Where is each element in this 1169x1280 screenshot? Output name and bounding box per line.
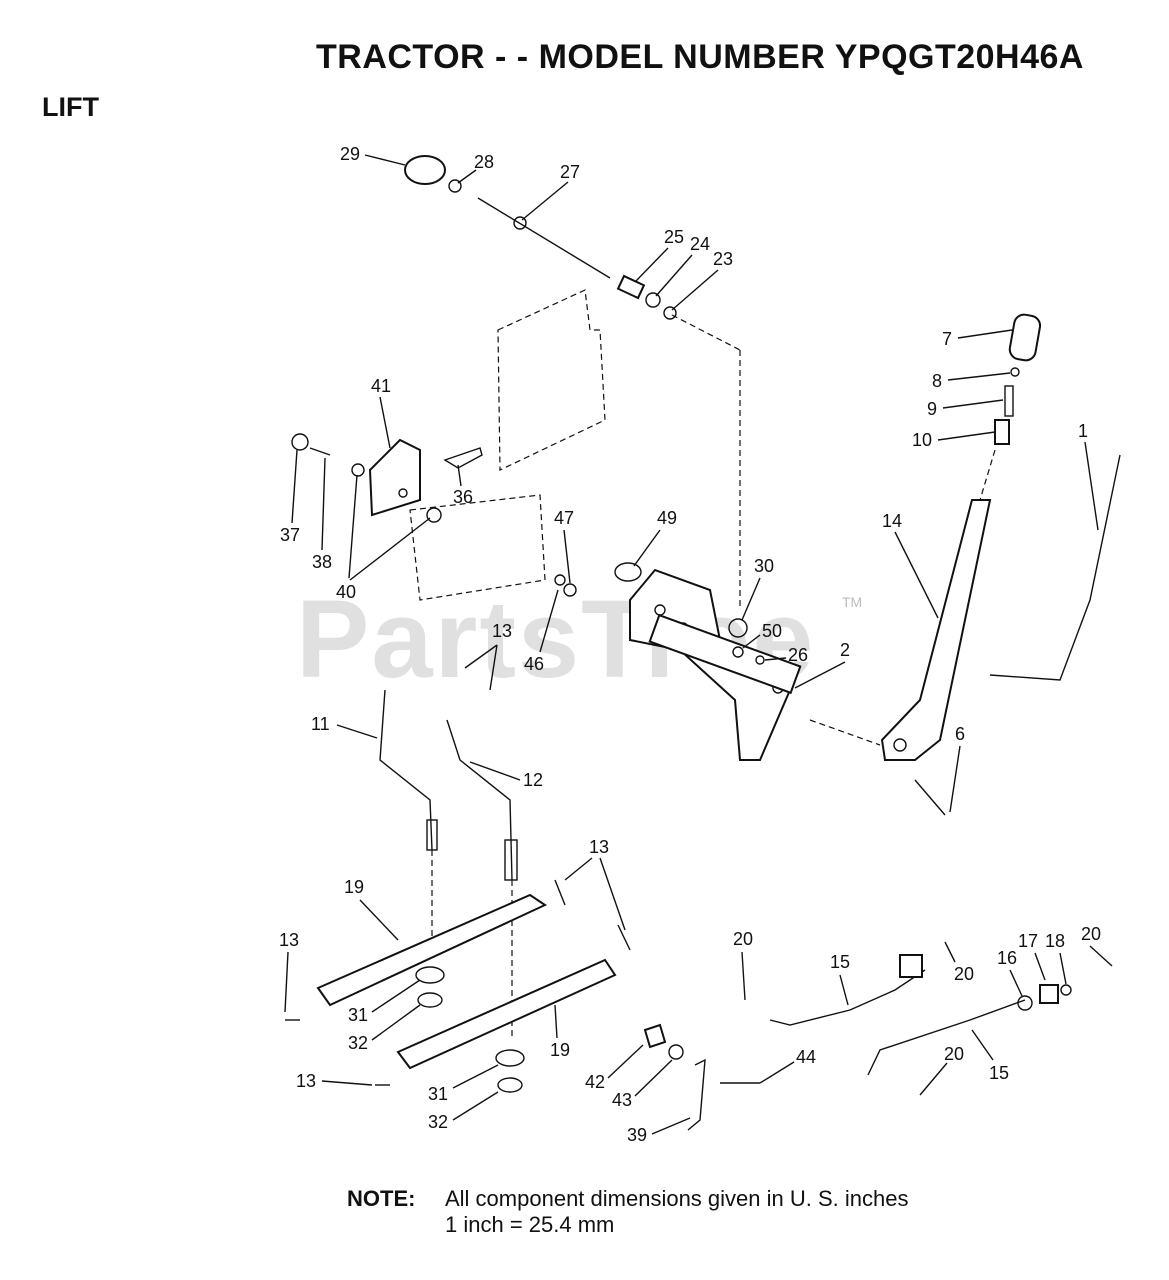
callout-37: 37 [280,525,300,545]
callout-19: 19 [344,877,364,897]
callout-36: 36 [453,487,473,507]
callout-39: 39 [627,1125,647,1145]
callout-7: 7 [942,329,952,349]
section-title: LIFT [42,92,99,122]
watermark-trademark: TM [842,594,863,610]
callout-50: 50 [762,621,782,641]
callout-2: 2 [840,640,850,660]
callout-13: 13 [492,621,512,641]
callout-42: 42 [585,1072,605,1092]
callout-12: 12 [523,770,543,790]
callout-31: 31 [428,1084,448,1104]
callout-11: 11 [311,714,330,734]
callout-29: 29 [340,144,360,164]
callout-17: 17 [1018,931,1038,951]
callout-labels: 29 28 27 25 24 23 7 8 9 10 1 41 37 38 40… [279,144,1113,1145]
callout-32: 32 [428,1112,448,1132]
callout-13: 13 [296,1071,316,1091]
callout-20: 20 [733,929,753,949]
callout-31: 31 [348,1005,368,1025]
callout-9: 9 [927,399,937,419]
callout-1: 1 [1078,421,1088,441]
callout-41: 41 [371,376,391,396]
callout-13: 13 [589,837,609,857]
callout-30: 30 [754,556,774,576]
callout-25: 25 [664,227,684,247]
callout-46: 46 [524,654,544,674]
callout-8: 8 [932,371,942,391]
callout-43: 43 [612,1090,632,1110]
callout-18: 18 [1045,931,1065,951]
note-line-2: 1 inch = 25.4 mm [445,1212,615,1237]
callout-47: 47 [554,508,574,528]
callout-10: 10 [912,430,932,450]
note-label: NOTE: [347,1186,416,1211]
callout-13: 13 [279,930,299,950]
callout-16: 16 [997,948,1017,968]
callout-40: 40 [336,582,356,602]
callout-44: 44 [796,1047,816,1067]
callout-19: 19 [550,1040,570,1060]
callout-26: 26 [788,645,808,665]
callout-15: 15 [989,1063,1009,1083]
note-block: NOTE: All component dimensions given in U… [347,1186,908,1238]
callout-27: 27 [560,162,580,182]
callout-24: 24 [690,234,710,254]
part-drawings [285,155,1121,1131]
callout-15: 15 [830,952,850,972]
callout-14: 14 [882,511,902,531]
page-title: TRACTOR - - MODEL NUMBER YPQGT20H46A [316,38,1084,76]
callout-20: 20 [944,1044,964,1064]
callout-49: 49 [657,508,677,528]
callout-38: 38 [312,552,332,572]
callout-20: 20 [954,964,974,984]
callout-23: 23 [713,249,733,269]
callout-20: 20 [1081,924,1101,944]
callout-28: 28 [474,152,494,172]
note-line-1: All component dimensions given in U. S. … [445,1186,909,1211]
callout-32: 32 [348,1033,368,1053]
callout-6: 6 [955,724,965,744]
